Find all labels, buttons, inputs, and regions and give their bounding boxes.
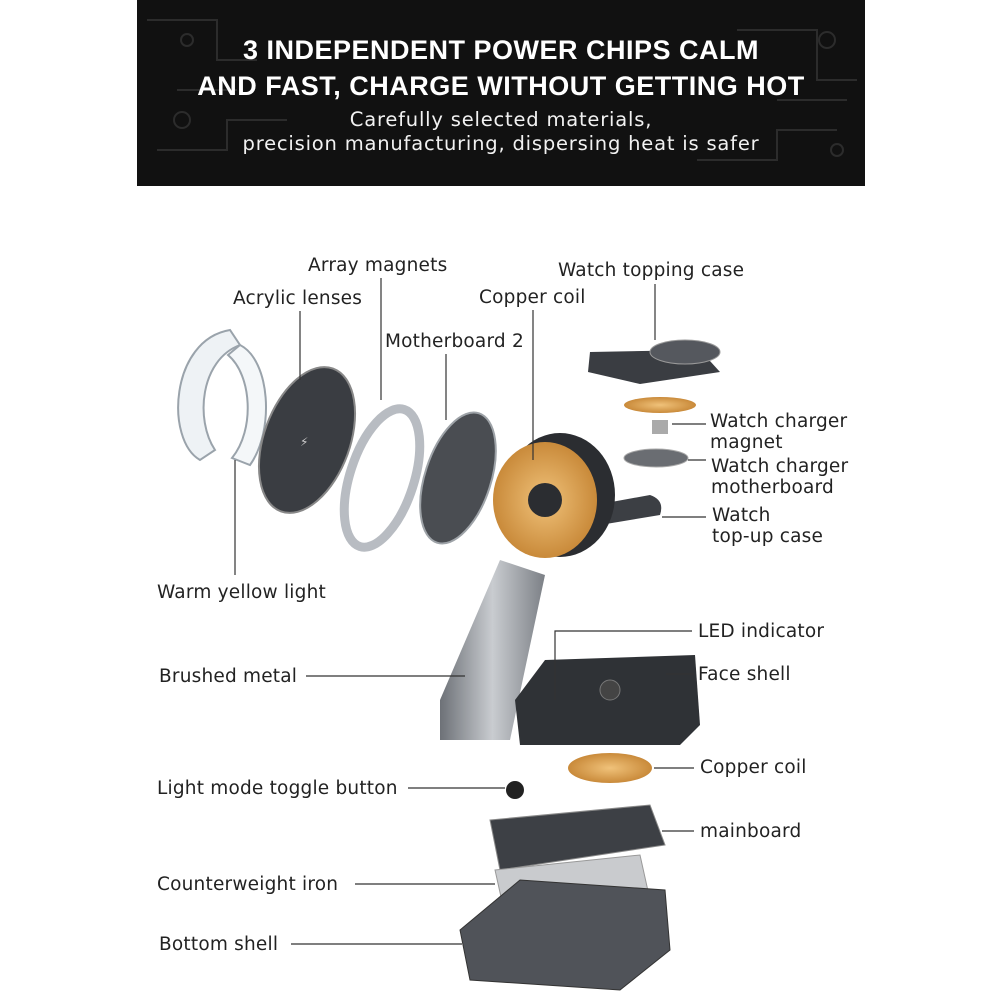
label-line: top-up case xyxy=(712,526,824,547)
watch-motherboard-part xyxy=(623,448,689,468)
label-brushed-metal: Brushed metal xyxy=(159,666,298,687)
label-copper-coil-bottom: Copper coil xyxy=(700,757,807,778)
label-mainboard: mainboard xyxy=(700,821,802,842)
watch-magnet xyxy=(652,420,668,434)
label-watch-topup-case: Watch top-up case xyxy=(712,505,823,547)
motherboard-2-part xyxy=(419,411,497,545)
label-watch-charger-magnet: Watch charger magnet xyxy=(710,411,847,453)
label-line: magnet xyxy=(710,432,783,453)
label-counterweight-iron: Counterweight iron xyxy=(157,874,339,895)
banner-subtitle-line1: Carefully selected materials, xyxy=(349,108,653,131)
watch-coil xyxy=(624,397,696,413)
circuit-pattern xyxy=(147,19,857,161)
label-line: motherboard xyxy=(711,477,834,498)
magnetic-charging-puck xyxy=(493,433,615,558)
black-cover-disk: ⚡ xyxy=(257,366,357,514)
label-motherboard-2: Motherboard 2 xyxy=(385,331,524,352)
label-warm-yellow-light: Warm yellow light xyxy=(157,582,326,603)
label-line: Watch charger xyxy=(711,456,849,477)
svg-text:⚡: ⚡ xyxy=(300,435,308,449)
label-acrylic-lenses: Acrylic lenses xyxy=(233,288,363,309)
watch-topping-case-part xyxy=(588,339,721,384)
banner-title: 3 INDEPENDENT POWER CHIPS CALM AND FAST,… xyxy=(137,32,865,104)
label-array-magnets: Array magnets xyxy=(308,255,448,276)
label-bottom-shell: Bottom shell xyxy=(159,934,279,955)
label-line: Watch xyxy=(712,505,771,526)
bottom-shell-part xyxy=(459,879,671,991)
banner-subtitle-line2: precision manufacturing, dispersing heat… xyxy=(242,132,760,155)
label-line: Watch charger xyxy=(710,411,848,432)
label-watch-topping-case: Watch topping case xyxy=(558,260,745,281)
label-watch-charger-motherboard: Watch charger motherboard xyxy=(711,456,848,498)
label-light-mode-toggle: Light mode toggle button xyxy=(157,778,398,799)
header-banner: 3 INDEPENDENT POWER CHIPS CALM AND FAST,… xyxy=(137,0,865,186)
magnet-ring xyxy=(339,404,425,552)
label-led-indicator: LED indicator xyxy=(698,621,825,642)
banner-title-line1: 3 INDEPENDENT POWER CHIPS CALM xyxy=(242,35,760,65)
acrylic-lens-part xyxy=(177,328,267,467)
label-copper-coil-top: Copper coil xyxy=(479,287,586,308)
toggle-button-part xyxy=(506,781,524,799)
label-face-shell: Face shell xyxy=(698,664,791,685)
mainboard-part xyxy=(489,804,666,871)
leader-lines xyxy=(234,278,706,945)
banner-title-line2: AND FAST, CHARGE WITHOUT GETTING HOT xyxy=(197,71,805,101)
bottom-copper-coil xyxy=(568,753,652,783)
banner-subtitle: Carefully selected materials, precision … xyxy=(137,108,865,156)
